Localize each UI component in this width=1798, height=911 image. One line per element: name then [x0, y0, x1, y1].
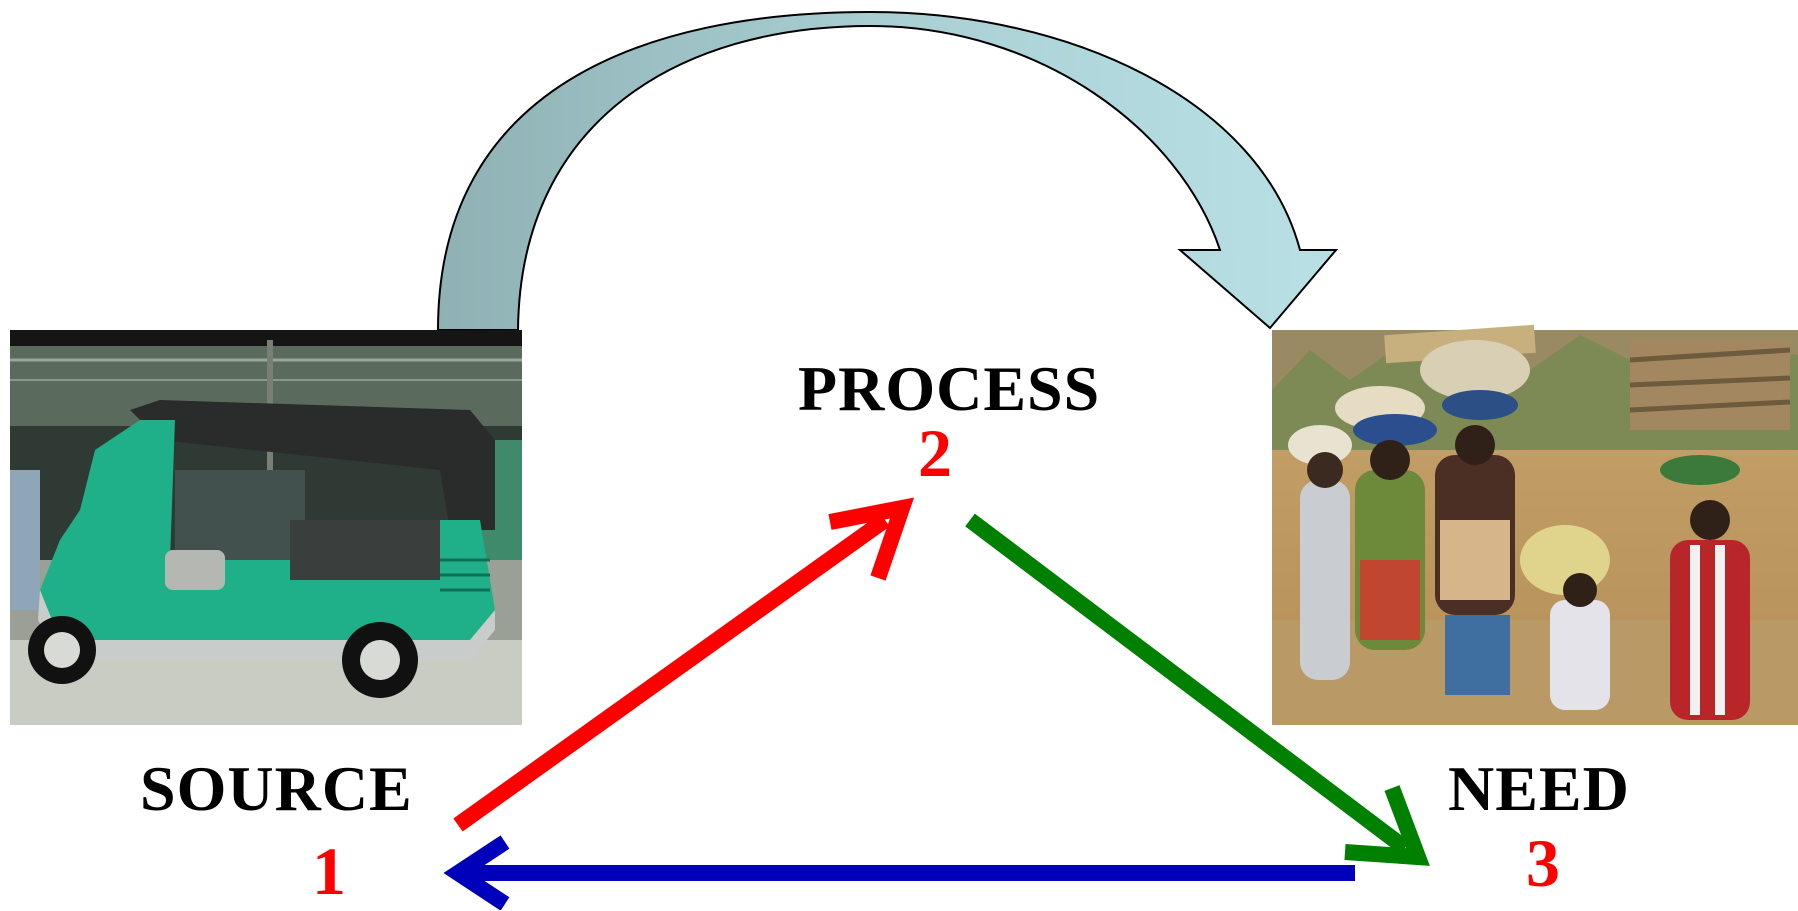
source-photo-rickshaw	[10, 330, 522, 725]
source-label: SOURCE	[140, 753, 413, 824]
need-number: 3	[1526, 825, 1560, 901]
need-label: NEED	[1448, 753, 1630, 824]
process-number: 2	[918, 415, 952, 491]
arrow-source-to-process	[453, 497, 915, 832]
source-number: 1	[312, 833, 346, 909]
curved-arrow-source-to-need	[436, 10, 1339, 331]
arrow-process-to-need	[965, 513, 1430, 866]
arrow-need-to-source	[443, 835, 1355, 910]
process-label: PROCESS	[798, 353, 1101, 424]
need-photo-children	[1272, 324, 1798, 725]
